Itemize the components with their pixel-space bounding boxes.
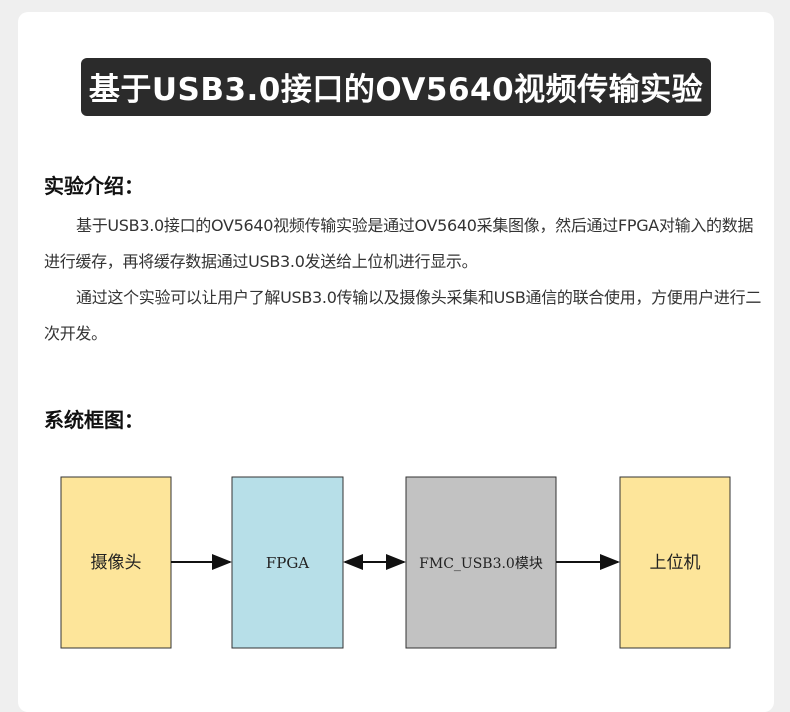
page-title: 基于USB3.0接口的OV5640视频传输实验: [80, 58, 712, 116]
block-fpga-label: FPGA: [266, 554, 309, 572]
block-camera: 摄像头: [60, 476, 172, 649]
diagram-heading: 系统框图：: [44, 408, 144, 432]
intro-paragraph-1: 基于USB3.0接口的OV5640视频传输实验是通过OV5640采集图像，然后通…: [44, 216, 754, 271]
block-host-label: 上位机: [650, 553, 701, 573]
content-card: 基于USB3.0接口的OV5640视频传输实验 实验介绍： 基于USB3.0接口…: [18, 12, 774, 712]
block-fmc-usb: FMC_USB3.0模块: [405, 476, 557, 649]
intro-text: 基于USB3.0接口的OV5640视频传输实验是通过OV5640采集图像，然后通…: [44, 208, 766, 352]
system-block-diagram: 摄像头 FPGA FMC_USB3.0模块 上位机: [60, 476, 731, 649]
block-fmc-usb-box: [405, 476, 557, 649]
block-host: 上位机: [619, 476, 731, 649]
block-camera-label: 摄像头: [91, 553, 142, 573]
block-host-box: [619, 476, 731, 649]
block-camera-box: [60, 476, 172, 649]
block-fpga-box: [231, 476, 344, 649]
intro-paragraph-2: 通过这个实验可以让用户了解USB3.0传输以及摄像头采集和USB通信的联合使用，…: [44, 288, 762, 343]
intro-heading: 实验介绍：: [44, 174, 144, 198]
block-fpga: FPGA: [231, 476, 344, 649]
block-fmc-usb-label: FMC_USB3.0模块: [419, 556, 543, 572]
title-wrap: 基于USB3.0接口的OV5640视频传输实验: [18, 58, 774, 116]
